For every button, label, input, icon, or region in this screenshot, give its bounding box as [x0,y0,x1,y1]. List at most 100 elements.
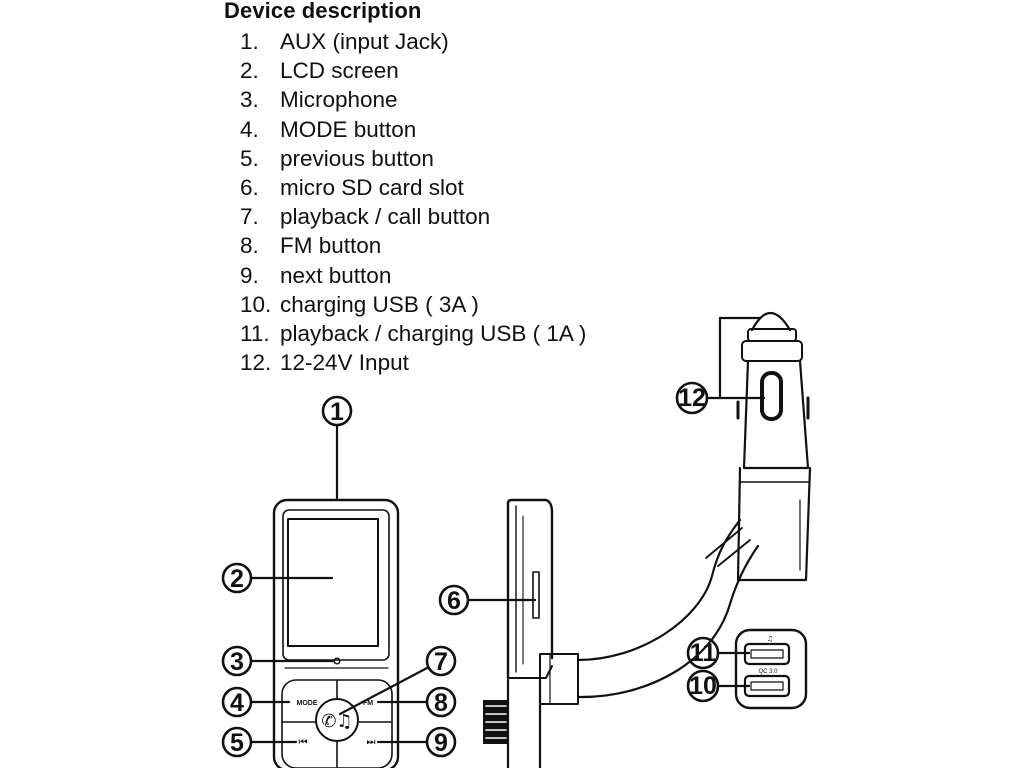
leader-7 [338,666,429,716]
part-label: playback / charging USB ( 1A ) [280,320,587,346]
callout-number: 7 [434,648,448,676]
part-label: next button [280,262,392,288]
gooseneck-lower-edge [576,544,760,699]
part-number: 7. [240,204,259,230]
callout-number: 8 [434,689,448,717]
usb-port-3a-tongue [750,681,784,691]
part-number: 1. [240,29,259,54]
usb-qc-label: QC 3.0 [758,669,778,675]
part-number: 3. [240,87,259,113]
callout-11: 11 [686,636,720,670]
usb-charger: ♫ QC 3.0 [734,628,808,710]
part-label: FM button [280,233,382,259]
part-item-8: 8. FM button [240,231,586,260]
side-bottom [507,665,553,679]
front-view: ✆♫ MODE FM ⏮ ⏭ [272,498,400,768]
part-item-12: 12. 12-24V Input [240,348,586,377]
callout-5: 5 [221,726,253,758]
part-item-9: 9. next button [240,261,586,290]
callout-4: 4 [221,686,253,718]
microphone-hole [333,657,341,665]
callout-number: 5 [230,729,244,757]
playback-call-glyph: ✆♫ [321,711,352,732]
next-button-label[interactable]: ⏭ [367,737,376,748]
part-number: 12. [240,350,272,376]
callout-10: 10 [686,669,720,703]
part-number: 11. [240,320,270,346]
callout-number: 3 [230,648,244,676]
part-item-2: 2.LCD screen [240,56,586,85]
callouts: 1 2 3 4 5 6 7 8 9 10 11 12 [221,381,720,758]
part-item-5: 5. previous button [240,144,586,173]
callout-9: 9 [425,726,457,758]
lcd-screen [287,518,379,647]
mode-button-label[interactable]: MODE [297,700,318,707]
part-item-7: 7. playback / call button [240,202,586,231]
ball-joint-housing [506,678,542,768]
plug-ring [741,340,803,362]
plug-springs [736,396,810,420]
callout-number: 2 [230,565,244,593]
callout-3: 3 [221,645,253,677]
callout-7: 7 [425,645,457,677]
usb-music-icon: ♫ [767,635,773,643]
part-number: 10. [240,291,272,317]
neck-adapter [539,653,579,705]
micro-sd-slot [532,571,540,619]
gooseneck [576,518,760,699]
plug-tip-collar [747,328,797,342]
part-label: charging USB ( 3A ) [280,291,479,317]
leader-lines [249,316,766,744]
part-label: Microphone [280,87,398,113]
callout-12: 12 [675,381,709,415]
part-label: AUX (input Jack) [280,29,449,54]
cigarette-plug [736,312,812,582]
part-label: MODE button [280,116,417,142]
plug-side-contact [760,371,783,421]
callout-number: 11 [690,639,717,667]
part-label: previous button [280,145,434,171]
callout-number: 4 [230,689,244,717]
part-item-11: 11. playback / charging USB ( 1A ) [240,319,586,348]
part-number: 5. [240,145,259,171]
part-item-6: 6. micro SD card slot [240,173,586,202]
gooseneck-collar [705,527,751,567]
part-item-1: 1. AUX (input Jack) [240,27,586,56]
plug-base [736,466,812,582]
callout-number: 12 [678,384,706,412]
callout-number: 10 [689,672,717,700]
side-face-back [506,498,554,660]
part-item-4: 4. MODE button [240,115,586,144]
part-number: 9. [240,262,259,288]
side-view [483,498,579,768]
device-body-front [272,498,400,768]
plug-tip [750,312,792,332]
usb-port-1a-tongue [750,649,784,659]
part-item-3: 3. Microphone [240,85,586,114]
part-label: playback / call button [280,204,491,230]
diagram-title: Device description [224,0,422,23]
part-number: 8. [240,233,259,259]
callout-6: 6 [438,584,470,616]
part-number: 2. [240,58,259,84]
callout-number: 6 [447,587,461,615]
part-item-10: 10. charging USB ( 3A ) [240,290,586,319]
knob-ridges [485,705,507,739]
part-number: 4. [240,116,259,142]
callout-1: 1 [321,395,353,427]
part-label: micro SD card slot [280,174,464,200]
bezel [282,509,390,661]
prev-button-label[interactable]: ⏮ [299,737,308,748]
part-label: 12-24V Input [280,350,409,376]
parts-list: 1. AUX (input Jack) 2.LCD screen 3. Microp… [240,27,586,377]
part-number: 6. [240,174,259,200]
callout-number: 1 [330,398,344,426]
callout-number: 9 [434,729,448,757]
leader-12 [706,316,766,400]
plug-barrel [742,359,810,470]
fm-button-label[interactable]: FM [363,700,373,707]
callout-8: 8 [425,686,457,718]
callout-2: 2 [221,562,253,594]
usb-charger-body [734,628,808,710]
